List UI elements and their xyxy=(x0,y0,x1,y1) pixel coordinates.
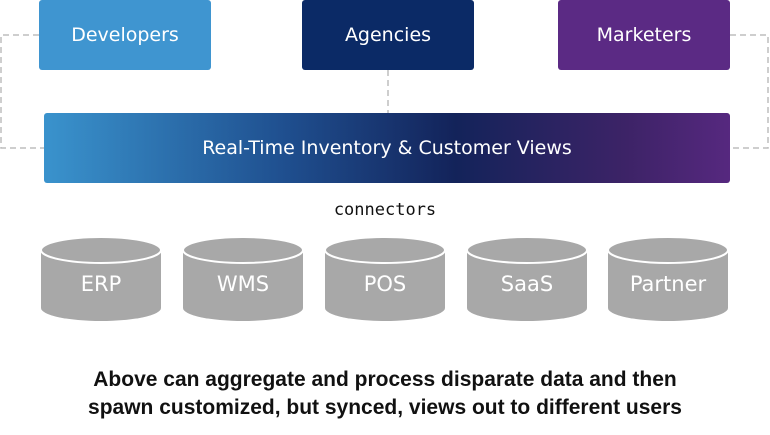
caption-line-2: spawn customized, but synced, views out … xyxy=(88,396,682,419)
database-icon xyxy=(40,236,162,321)
caption-line-1: Above can aggregate and process disparat… xyxy=(93,368,677,391)
database-erp: ERP xyxy=(40,236,162,322)
realtime-hub-label: Real-Time Inventory & Customer Views xyxy=(202,137,572,159)
database-icon xyxy=(466,236,588,321)
database-icon xyxy=(324,236,446,321)
database-label: SaaS xyxy=(500,272,554,296)
marketers-label: Marketers xyxy=(596,24,692,46)
database-partner: Partner xyxy=(607,236,729,322)
database-label: ERP xyxy=(80,272,122,296)
marketers-box: Marketers xyxy=(558,0,730,70)
database-saas: SaaS xyxy=(466,236,588,322)
agencies-label: Agencies xyxy=(344,24,432,46)
database-label: POS xyxy=(363,272,407,296)
marketers-to-hub-line xyxy=(730,34,769,149)
caption: Above can aggregate and process disparat… xyxy=(0,366,770,422)
agencies-box: Agencies xyxy=(302,0,474,70)
database-pos: POS xyxy=(324,236,446,322)
database-label: WMS xyxy=(216,272,270,296)
developers-label: Developers xyxy=(71,24,179,46)
connectors-label: connectors xyxy=(333,200,437,220)
database-icon xyxy=(607,236,729,321)
developers-box: Developers xyxy=(39,0,211,70)
database-wms: WMS xyxy=(182,236,304,322)
database-label: Partner xyxy=(629,272,707,296)
database-icon xyxy=(182,236,304,321)
realtime-hub-box: Real-Time Inventory & Customer Views xyxy=(44,113,730,183)
developers-to-hub-line xyxy=(0,34,44,149)
